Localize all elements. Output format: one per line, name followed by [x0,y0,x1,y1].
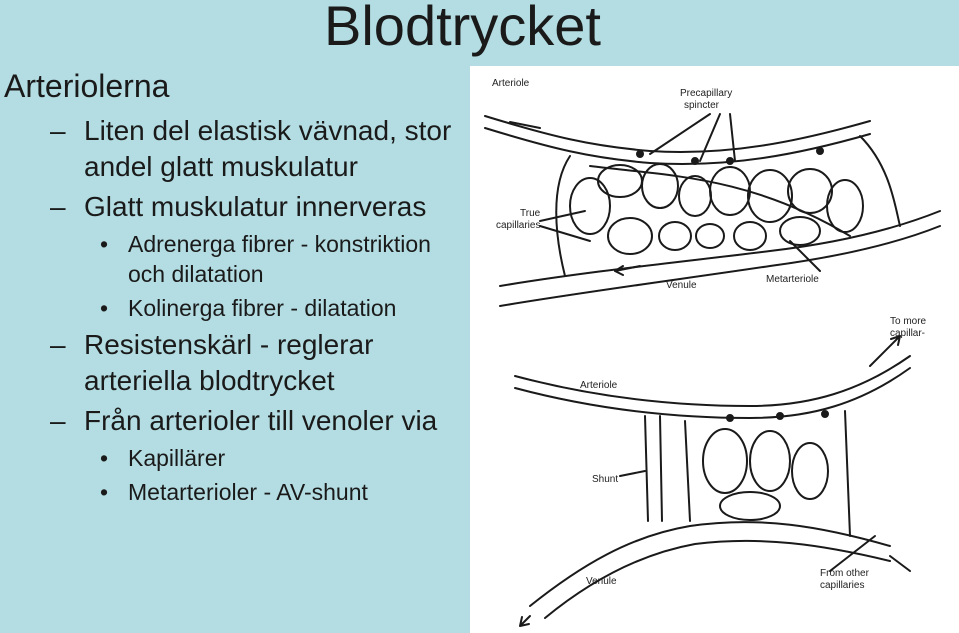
label-venule-top: Venule [666,280,697,291]
bullet-item: –Resistenskärl - reglerar arteriella blo… [0,327,470,399]
sub-bullet-item: • Kapillärer [0,443,470,473]
label-arteriole-top: Arteriole [492,78,530,89]
bullet-item: –Liten del elastisk vävnad, stor andel g… [0,113,470,185]
bullet-dot: • [100,445,109,471]
bottom-shunt-vessel [644,415,649,522]
label-capillar: capillar- [890,328,925,339]
dash-marker: – [50,115,66,146]
top-venule-vessel [499,210,941,287]
top-arteriole-vessel [484,115,871,153]
label-from-other-capillaries: capillaries [820,580,864,591]
sub-bullet-text: Kolinerga fibrer - dilatation [128,295,397,321]
section-heading: Arteriolerna [4,68,170,104]
sub-bullet-text: Kapillärer [128,445,226,471]
bullet-dot: • [100,295,109,321]
sub-bullet-item: • Kolinerga fibrer - dilatation [0,293,470,323]
bullet-text: Från arterioler till venoler via [84,405,438,436]
bullet-item: –Från arterioler till venoler via [0,403,470,439]
bullet-list: –Liten del elastisk vävnad, stor andel g… [0,113,470,507]
label-shunt: Shunt [592,474,618,485]
label-true: True [520,208,541,219]
slide-title: Blodtrycket [324,0,601,57]
bullet-text: Glatt muskulatur innerveras [84,191,427,222]
label-from-other: From other [820,568,870,579]
label-to-more: To more [890,316,927,327]
bottom-arteriole-vessel [514,355,911,407]
sub-bullet-text: Adrenerga fibrer - konstriktion och dila… [128,231,431,287]
label-sphincter: spincter [684,100,720,111]
dash-marker: – [50,191,66,222]
sub-bullet-text: Metarterioler - AV-shunt [128,479,368,505]
label-capillaries: capillaries [496,220,540,231]
sub-bullet-item: • Metarterioler - AV-shunt [0,477,470,507]
bullet-dot: • [100,231,109,257]
top-metarteriole-vessel [589,165,851,237]
capillary-bed-diagram: Arteriole Precapillary spincter True cap… [484,78,941,627]
label-metarteriole: Metarteriole [766,274,819,285]
label-venule-bottom: Venule [586,576,617,587]
sub-bullet-item: • Adrenerga fibrer - konstriktion och dil… [0,229,470,289]
bullet-item: –Glatt muskulatur innerveras [0,189,470,225]
label-arteriole-bottom: Arteriole [580,380,618,391]
bullet-dot: • [100,479,109,505]
label-precapillary: Precapillary [680,88,732,99]
capillary-bed-figure: Arteriole Precapillary spincter True cap… [470,66,959,633]
dash-marker: – [50,329,66,360]
bullet-text: Liten del elastisk vävnad, stor andel gl… [84,115,452,182]
dash-marker: – [50,405,66,436]
bullet-text: Resistenskärl - reglerar arteriella blod… [84,329,374,396]
bottom-venule-vessel [529,521,891,607]
